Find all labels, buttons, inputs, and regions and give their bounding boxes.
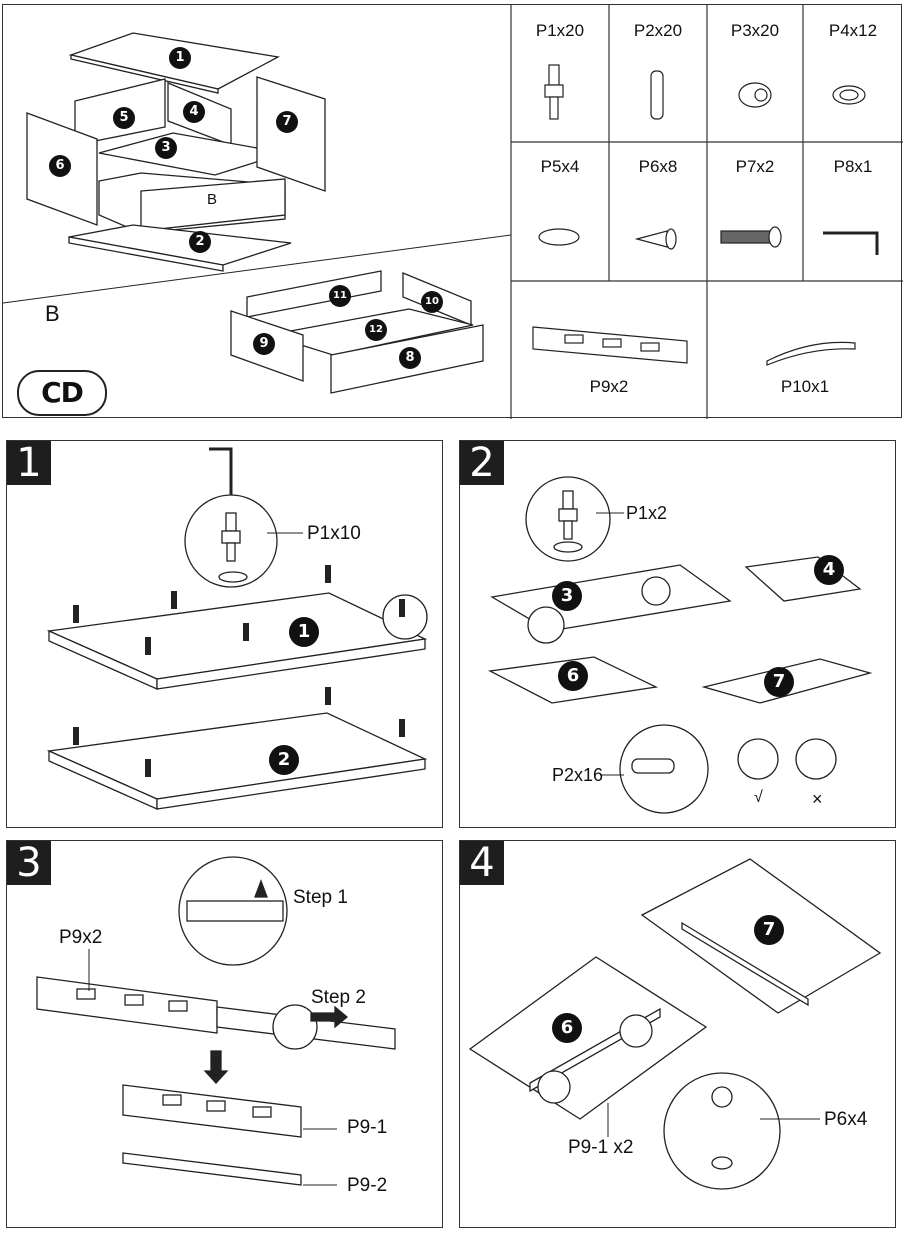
part-label: P7x2 [735,157,775,176]
correct-mark: √ [754,789,763,806]
panel-number-1: 1 [169,47,191,69]
panel-number-11: 11 [329,285,351,307]
panel-number-7: 7 [764,667,794,697]
panel-number-6: 6 [552,1013,582,1043]
panel-number-8: 8 [399,347,421,369]
inner-rail-callout: P9-1 [347,1117,388,1138]
part-label: P8x1 [833,157,873,176]
cover-cap-icon [832,85,866,105]
part-label: P6x8 [638,157,678,176]
handle-icon [766,341,856,366]
felt-pad-icon [538,228,580,246]
cam-bolt-icon [544,64,564,120]
hardware-callout: P1x2 [626,503,668,523]
step-2-drawing [487,476,873,814]
drawer-label: B [207,191,218,208]
step1-callout: Step 1 [293,887,348,908]
step-1-drawing [46,447,428,811]
panel-number-4: 4 [814,555,844,585]
wrong-mark: × [812,789,823,809]
drawer-slide-icon [532,326,688,364]
overview-panel: 1 5 4 7 3 6 2 11 10 12 9 8 B B CD P1x20 … [2,4,903,419]
dowel-callout: P2x16 [552,765,604,785]
machine-screw-icon [720,226,782,248]
panel-number-1: 1 [289,617,319,647]
panel-number-4: 4 [183,101,205,123]
hardware-callout: P1x10 [307,523,361,544]
panel-number-2: 2 [269,745,299,775]
slide-callout: P9x2 [59,927,103,948]
part-label: P4x12 [828,21,878,40]
step-1-panel: 1 P1x10 1 2 [6,440,443,828]
step-4-drawing [468,858,882,1190]
panel-number-3: 3 [552,581,582,611]
step-3-panel: 3 Step 1 Step 2 P9x2 P9-1 P9-2 [6,840,443,1228]
step-number: 3 [7,841,51,885]
allen-key-icon [823,231,879,255]
panel-number-6: 6 [558,661,588,691]
panel-number-6: 6 [49,155,71,177]
outer-rail-callout: P9-2 [347,1175,388,1196]
panel-number-12: 12 [365,319,387,341]
part-label: P2x20 [633,21,683,40]
section-label: B [45,301,60,326]
panel-number-7: 7 [754,915,784,945]
step-2-panel: 2 P1x2 P2x16 √ × 3 4 6 7 [459,440,896,828]
panel-number-5: 5 [113,107,135,129]
step-3-drawing [36,856,396,1186]
panel-number-3: 3 [155,137,177,159]
part-label: P9x2 [589,377,629,396]
part-label: P3x20 [730,21,780,40]
panel-number-7: 7 [276,111,298,133]
step-number: 2 [460,441,504,485]
cd-badge: CD [17,370,107,416]
part-label: P5x4 [540,157,580,176]
panel-number-10: 10 [421,291,443,313]
step-number: 1 [7,441,51,485]
part-label: P1x20 [535,21,585,40]
step2-callout: Step 2 [311,987,366,1008]
part-label: P10x1 [780,377,830,396]
screw-callout: P6x4 [824,1109,868,1130]
wooden-dowel-icon [650,70,664,120]
cam-lock-icon [738,82,772,108]
panel-number-9: 9 [253,333,275,355]
panel-number-2: 2 [189,231,211,253]
exploded-view-drawing [2,5,903,419]
step-4-panel: 4 P9-1 x2 P6x4 6 7 [459,840,896,1228]
wood-screw-icon [634,228,677,250]
step-number: 4 [460,841,504,885]
slide-callout: P9-1 x2 [568,1137,634,1158]
